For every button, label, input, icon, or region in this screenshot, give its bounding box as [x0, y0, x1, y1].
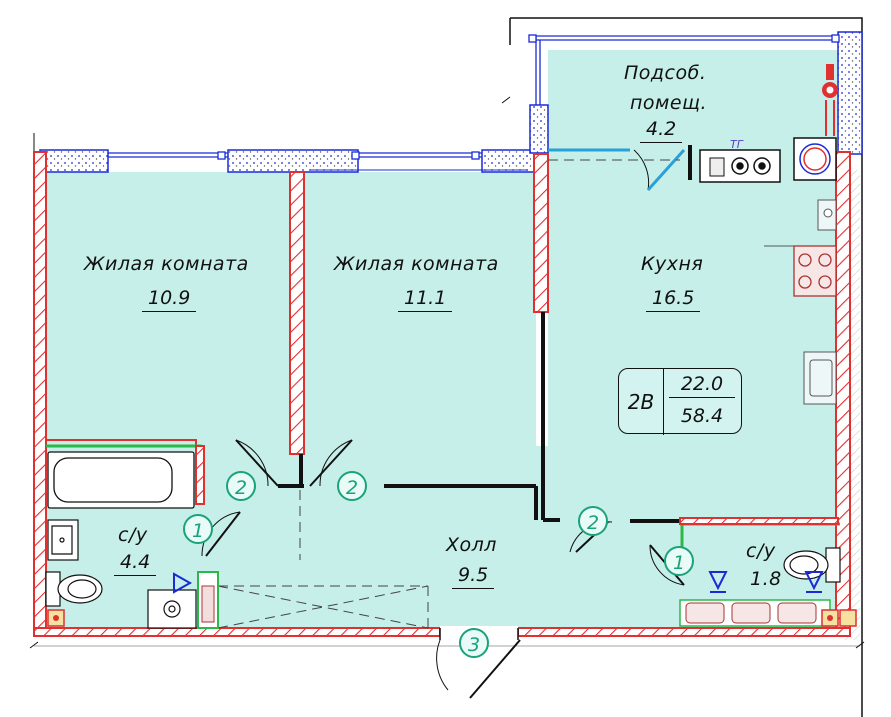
- door-mark: 3: [459, 628, 489, 658]
- washbasin: [47, 519, 79, 561]
- room-area-bath-large: 4.4: [114, 551, 157, 576]
- door-mark: 2: [578, 506, 608, 536]
- room-name-bath-large: с/у: [118, 524, 148, 546]
- gas-label: ТГ: [730, 138, 743, 151]
- room-area-bedroom2: 11.1: [398, 287, 453, 312]
- stove: [793, 245, 837, 297]
- door-mark: 2: [337, 471, 367, 501]
- bathtub: [47, 451, 195, 509]
- room-area-kitchen: 16.5: [646, 287, 701, 312]
- door-mark: 1: [183, 514, 213, 544]
- room-area-bedroom1: 10.9: [142, 287, 197, 312]
- room-area-bath-small: 1.8: [750, 568, 782, 590]
- floor-fill: [46, 50, 838, 628]
- apartment-badge: 2В 22.0 58.4: [618, 368, 742, 435]
- room-name-bedroom2: Жилая комната: [334, 253, 499, 275]
- room-area-utility: 4.2: [640, 118, 683, 143]
- apartment-type: 2В: [619, 369, 664, 435]
- kitchen-sink: [803, 351, 837, 405]
- room-area-hall: 9.5: [452, 564, 495, 589]
- living-area: 22.0: [669, 373, 735, 398]
- washing-machine: [147, 589, 197, 629]
- door-swings: [201, 149, 685, 691]
- gas-riser: [822, 64, 838, 98]
- gas-equipment: [699, 137, 837, 183]
- building-outline: [510, 17, 863, 717]
- door-mark: 1: [664, 546, 694, 576]
- room-name-hall: Холл: [446, 534, 497, 556]
- total-area: 58.4: [680, 405, 724, 427]
- floor-level-markers: [173, 571, 824, 594]
- door-mark: 2: [226, 471, 256, 501]
- partitions: [278, 145, 692, 523]
- room-name-utility-line1: Подсоб.: [624, 62, 707, 84]
- room-name-kitchen: Кухня: [641, 253, 704, 275]
- room-name-bedroom1: Жилая комната: [84, 253, 249, 275]
- windows: [108, 34, 840, 160]
- room-name-bath-small: с/у: [746, 540, 776, 562]
- bearing-walls: [33, 151, 851, 637]
- room-name-utility-line2: помещ.: [630, 92, 708, 114]
